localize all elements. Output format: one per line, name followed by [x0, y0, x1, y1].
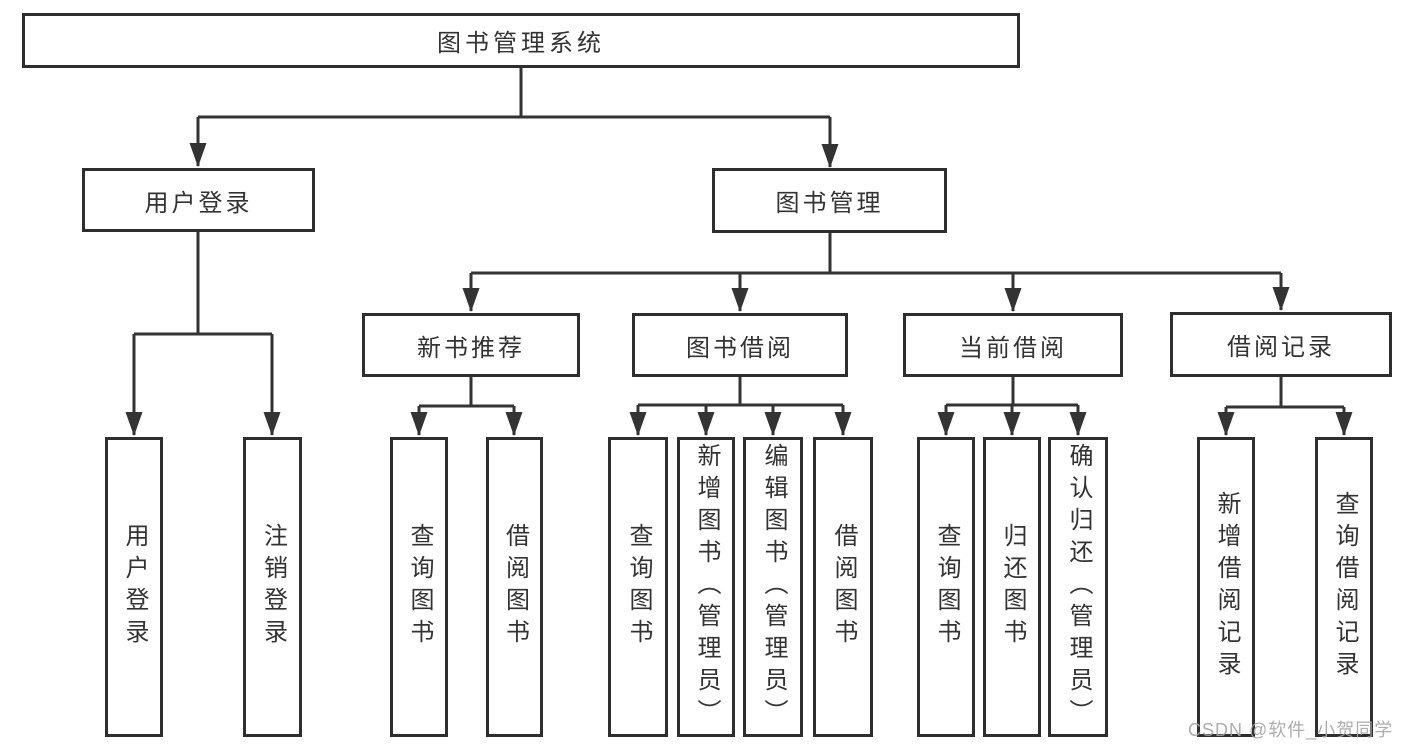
leaf-nb-borrow-books-label: 借阅图书	[501, 523, 529, 651]
node-user-login-label: 用户登录	[144, 189, 253, 217]
connector-root-to-level2	[189, 68, 839, 168]
node-book-borrow: 图书借阅	[632, 313, 848, 377]
leaf-logout: 注销登录	[243, 437, 302, 737]
leaf-bb-query-books-label: 查询图书	[625, 523, 652, 651]
node-book-management: 图书管理	[712, 168, 947, 233]
connector-book-borrow-children	[629, 377, 852, 436]
leaf-cb-return-books-label: 归还图书	[999, 523, 1026, 651]
connector-borrow-records-children	[1217, 377, 1353, 436]
leaf-logout-label: 注销登录	[259, 523, 287, 651]
leaf-bb-edit-books-admin: 编辑图书（管理员）	[743, 437, 803, 737]
node-borrow-records-label: 借阅记录	[1227, 334, 1335, 361]
connector-current-borrow-children	[937, 377, 1087, 436]
node-book-management-label: 图书管理	[775, 190, 884, 217]
leaf-cb-query-books: 查询图书	[917, 437, 975, 737]
leaf-bb-add-books-admin: 新增图书（管理员）	[677, 437, 735, 737]
node-new-book-recommend: 新书推荐	[362, 313, 580, 377]
node-borrow-records: 借阅记录	[1170, 312, 1392, 377]
leaf-nb-query-books-label: 查询图书	[406, 523, 433, 651]
node-user-login: 用户登录	[82, 168, 315, 232]
node-root-system: 图书管理系统	[22, 13, 1020, 68]
leaf-cb-confirm-return-admin-label: 确认归还（管理员）	[1065, 443, 1092, 731]
leaf-bb-borrow-books: 借阅图书	[813, 437, 873, 737]
connector-new-book-rec-children	[410, 377, 523, 436]
leaf-bb-add-books-admin-label: 新增图书（管理员）	[693, 443, 720, 731]
leaf-nb-query-books: 查询图书	[390, 437, 448, 737]
node-new-book-recommend-label: 新书推荐	[417, 334, 525, 362]
leaf-cb-confirm-return-admin: 确认归还（管理员）	[1048, 437, 1108, 737]
node-book-borrow-label: 图书借阅	[686, 334, 794, 362]
leaf-user-login: 用户登录	[105, 437, 163, 737]
node-current-borrow-label: 当前借阅	[959, 334, 1067, 362]
csdn-watermark: CSDN @软件_小贺同学	[1188, 720, 1394, 740]
connector-book-mgmt-children	[462, 233, 1290, 312]
leaf-br-query-record: 查询借阅记录	[1315, 437, 1373, 737]
node-root-label: 图书管理系统	[437, 30, 605, 57]
node-current-borrow: 当前借阅	[903, 313, 1123, 377]
leaf-user-login-label: 用户登录	[121, 523, 148, 651]
leaf-bb-edit-books-admin-label: 编辑图书（管理员）	[760, 443, 787, 731]
connector-user-login-children	[125, 232, 281, 436]
leaf-nb-borrow-books: 借阅图书	[486, 437, 543, 737]
leaf-br-add-record-label: 新增借阅记录	[1213, 491, 1240, 683]
leaf-cb-return-books: 归还图书	[983, 437, 1041, 737]
leaf-br-query-record-label: 查询借阅记录	[1331, 491, 1358, 683]
leaf-bb-query-books: 查询图书	[608, 437, 668, 737]
leaf-br-add-record: 新增借阅记录	[1197, 437, 1255, 737]
leaf-cb-query-books-label: 查询图书	[933, 523, 960, 651]
leaf-bb-borrow-books-label: 借阅图书	[830, 523, 857, 651]
